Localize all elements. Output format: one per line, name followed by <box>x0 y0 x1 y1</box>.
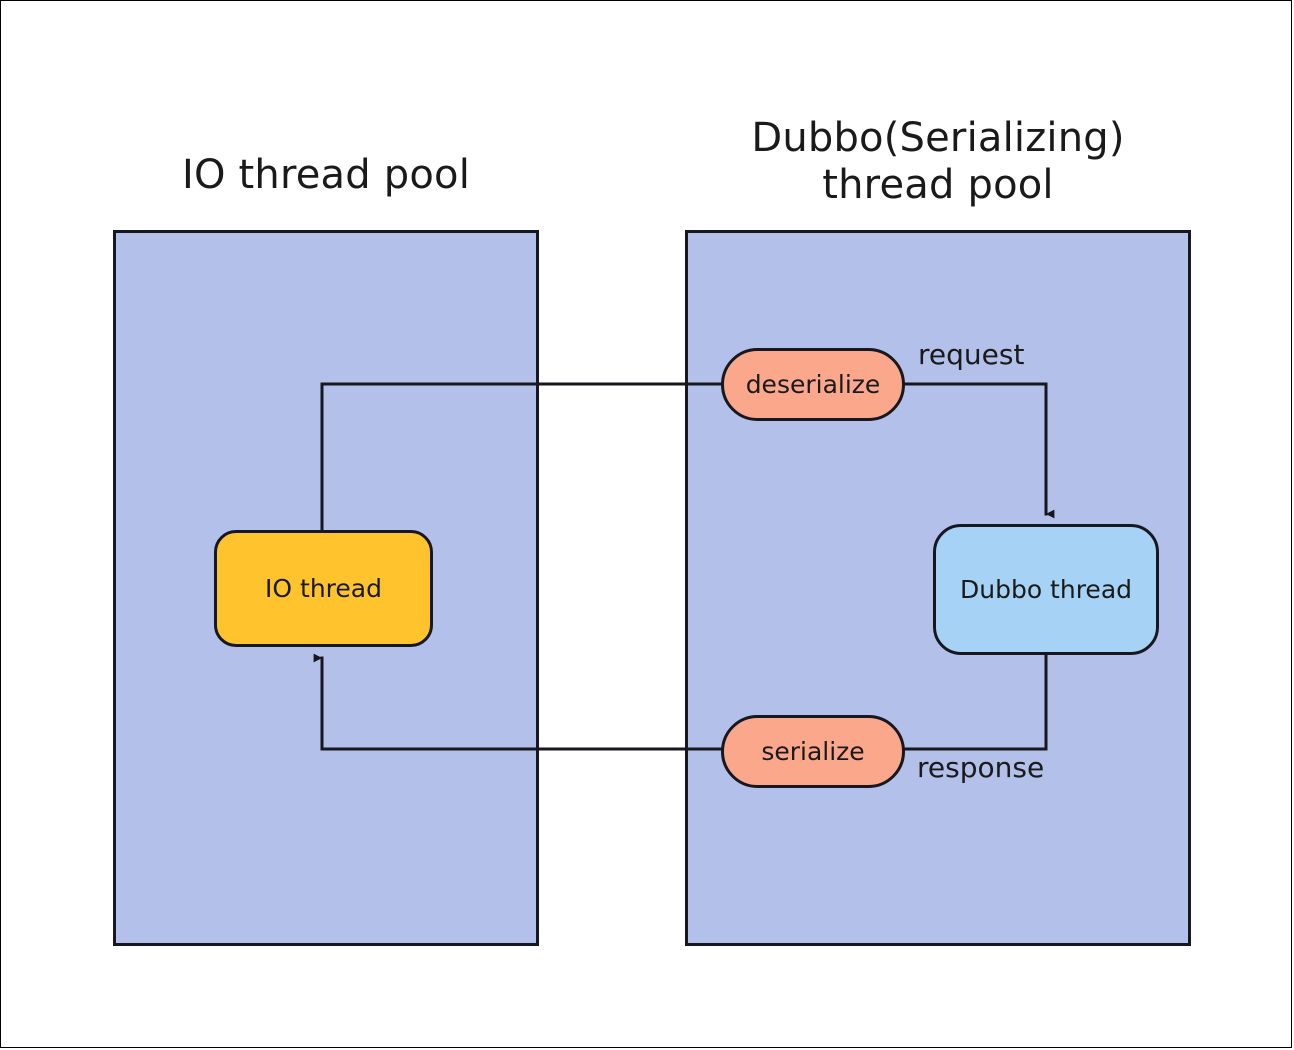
node-deserialize[interactable]: deserialize <box>721 348 905 421</box>
io-thread-pool-title: IO thread pool <box>181 152 471 198</box>
node-io-thread[interactable]: IO thread <box>214 530 433 647</box>
node-deserialize-label: deserialize <box>745 370 881 399</box>
node-dubbo-thread-label: Dubbo thread <box>959 575 1133 604</box>
node-serialize[interactable]: serialize <box>721 715 905 788</box>
edge-label-response: response <box>917 751 1045 784</box>
node-serialize-label: serialize <box>761 737 865 766</box>
dubbo-thread-pool-title: Dubbo(Serializing) thread pool <box>751 115 1125 209</box>
node-io-thread-label: IO thread <box>265 574 382 603</box>
io-thread-pool-panel <box>113 230 539 946</box>
edge-label-request: request <box>918 338 1025 371</box>
node-dubbo-thread[interactable]: Dubbo thread <box>933 524 1159 655</box>
